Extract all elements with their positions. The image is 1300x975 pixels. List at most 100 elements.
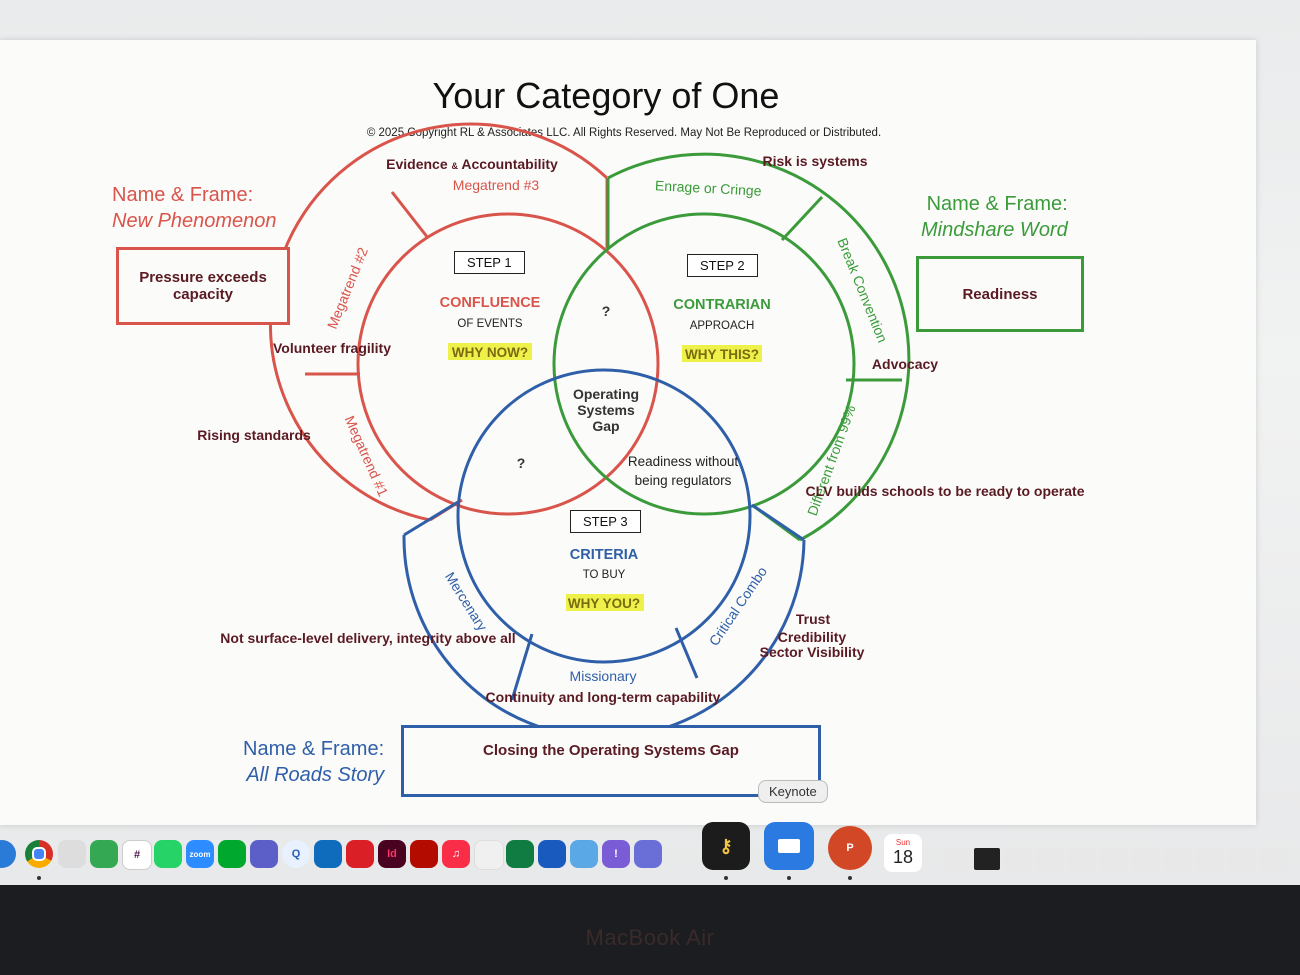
keynote-icon[interactable]	[764, 822, 814, 870]
readiness-line1: Readiness without	[628, 454, 739, 469]
green-outer-arc	[607, 152, 911, 542]
step2-title: CONTRARIAN	[673, 297, 770, 313]
mercenary-label: Mercenary	[442, 569, 491, 634]
calendar-day: Sun	[895, 838, 911, 847]
minimized-window-icon[interactable]	[974, 848, 1000, 870]
calendar-icon[interactable]: Sun 18	[884, 834, 922, 872]
green-circle-group	[552, 152, 911, 542]
right-frame-sub: Mindshare Word	[921, 219, 1068, 241]
step3-question: WHY YOU?	[568, 596, 640, 611]
step2-highlight	[682, 345, 762, 362]
step1-question: WHY NOW?	[452, 345, 528, 360]
creative-cloud-icon[interactable]	[346, 840, 374, 868]
copyright-text: © 2025 Copyright RL & Associates LLC. Al…	[367, 127, 881, 139]
minimized-window-icon[interactable]	[1228, 848, 1256, 870]
volunteer-label: Volunteer fragility	[273, 340, 391, 356]
excel-icon[interactable]	[506, 840, 534, 868]
word-icon[interactable]	[538, 840, 566, 868]
step1-sub: OF EVENTS	[457, 318, 523, 330]
whatsapp-icon[interactable]	[154, 840, 182, 868]
not-surface-label: Not surface-level delivery, integrity ab…	[220, 630, 515, 646]
trust-label: Trust	[796, 611, 831, 627]
blue-inner-circle	[456, 368, 752, 664]
visibility-label: Sector Visibility	[760, 644, 865, 660]
outlook-icon[interactable]	[314, 840, 342, 868]
red-inner-circle	[356, 212, 660, 516]
keynote-slide: Your Category of One © 2025 Copyright RL…	[0, 40, 1256, 825]
bottom-frame-title: Name & Frame:	[243, 738, 385, 760]
teams-icon[interactable]	[250, 840, 278, 868]
left-frame-box: Pressure exceeds capacity	[116, 247, 290, 325]
dock: # zoom Q Id ♫ ! ⚷ P Sun 18	[0, 818, 1300, 888]
question-top: ?	[602, 303, 611, 319]
finder-icon[interactable]	[570, 840, 598, 868]
left-frame-sub: New Phenomenon	[112, 210, 277, 232]
minimized-window-icon[interactable]	[1068, 848, 1096, 870]
red-outer-arc	[268, 122, 609, 522]
running-indicator	[787, 876, 791, 880]
minimized-window-icon[interactable]	[1260, 848, 1288, 870]
launchpad-icon[interactable]	[58, 840, 86, 868]
keynote-tooltip: Keynote	[758, 780, 828, 803]
step1-highlight	[448, 343, 532, 360]
advocacy-label: Advocacy	[872, 356, 938, 372]
step2-sub: APPROACH	[690, 320, 755, 332]
enrage-or-cringe-label: Enrage or Cringe	[655, 177, 763, 199]
risk-label: Risk is systems	[762, 153, 867, 169]
numbers-icon[interactable]	[90, 840, 118, 868]
safari-icon[interactable]	[0, 840, 16, 868]
slack-icon[interactable]: #	[122, 840, 152, 870]
minimized-window-icon[interactable]	[1100, 848, 1128, 870]
minimized-window-icon[interactable]	[1196, 848, 1224, 870]
gap-line3: Gap	[592, 418, 619, 434]
feedback-icon[interactable]: !	[602, 840, 630, 868]
break-convention-label: Break Convention	[834, 236, 891, 345]
question-left: ?	[517, 455, 526, 471]
bottom-frame-sub: All Roads Story	[246, 764, 385, 786]
keychain-icon[interactable]: ⚷	[702, 822, 750, 870]
minimized-window-icon[interactable]	[1132, 848, 1160, 870]
running-indicator	[724, 876, 728, 880]
step1-box: STEP 1	[454, 251, 525, 274]
remote-icon[interactable]	[634, 840, 662, 868]
evernote-icon[interactable]	[218, 840, 246, 868]
powerpoint-icon[interactable]: P	[828, 826, 872, 870]
right-frame-box: Readiness	[916, 256, 1084, 332]
rising-label: Rising standards	[197, 427, 311, 443]
step1-title: CONFLUENCE	[440, 295, 541, 311]
missionary-label: Missionary	[570, 668, 637, 684]
right-frame-title: Name & Frame:	[926, 193, 1068, 215]
megatrend-3-label: Megatrend #3	[453, 177, 540, 193]
step3-sub: TO BUY	[583, 569, 626, 581]
evidence-label: Evidence & Accountability	[386, 156, 558, 172]
left-frame-label: Name & Frame: New Phenomenon	[112, 182, 277, 234]
indesign-icon[interactable]: Id	[378, 840, 406, 868]
quicken-icon[interactable]: Q	[282, 840, 310, 868]
readiness-line2: being regulators	[635, 473, 732, 488]
continuity-label: Continuity and long-term capability	[486, 689, 721, 705]
minimized-window-icon[interactable]	[1004, 848, 1032, 870]
music-icon[interactable]: ♫	[442, 840, 470, 868]
zoom-icon[interactable]: zoom	[186, 840, 214, 868]
screen: Your Category of One © 2025 Copyright RL…	[0, 0, 1300, 885]
red-circle-group	[268, 122, 660, 522]
minimized-window-icon[interactable]	[944, 848, 970, 870]
clv-label: CLV builds schools to be ready to operat…	[805, 483, 1084, 499]
bottom-frame-label: Name & Frame: All Roads Story	[243, 736, 384, 788]
minimized-window-icon[interactable]	[1036, 848, 1064, 870]
step3-title: CRITERIA	[570, 547, 639, 563]
step3-highlight	[566, 594, 644, 611]
gap-line2: Systems	[577, 402, 635, 418]
step2-box: STEP 2	[687, 254, 758, 277]
running-indicator	[37, 876, 41, 880]
slide-title: Your Category of One	[433, 75, 780, 116]
chrome-icon[interactable]	[25, 840, 53, 868]
right-frame-label: Name & Frame: Mindshare Word	[921, 191, 1068, 243]
news-icon[interactable]	[474, 840, 504, 870]
category-of-one-diagram: Your Category of One © 2025 Copyright RL…	[197, 75, 1085, 739]
macbook-brand-label: MacBook Air	[585, 925, 715, 950]
acrobat-icon[interactable]	[410, 840, 438, 868]
credibility-label: Credibility	[778, 629, 847, 645]
step2-question: WHY THIS?	[685, 347, 759, 362]
minimized-window-icon[interactable]	[1164, 848, 1192, 870]
